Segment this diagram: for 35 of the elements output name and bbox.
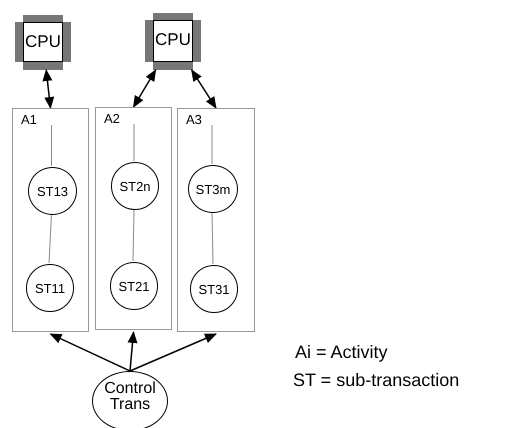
node-label: ST31 <box>198 282 230 296</box>
arrow <box>50 333 130 372</box>
connector-line <box>212 212 214 264</box>
node-label: Control Trans <box>103 381 157 413</box>
arrow <box>42 69 54 109</box>
arrow <box>132 69 156 108</box>
node-label: A3 <box>186 112 202 127</box>
sub-transaction-circle <box>26 264 74 312</box>
node-label: ST11 <box>34 280 66 296</box>
node-label: ST2n <box>119 178 151 194</box>
legend-note: Ai = Activity <box>295 342 388 363</box>
arrow <box>190 69 217 109</box>
sub-transaction-circle <box>111 162 159 210</box>
node-label: A2 <box>104 111 120 126</box>
node-label: ST3m <box>196 182 230 196</box>
activity-box <box>95 107 172 330</box>
node-label: ST21 <box>118 278 150 294</box>
sub-transaction-circle <box>190 265 238 313</box>
activity-box <box>12 108 89 332</box>
node-label: CPU <box>155 30 191 50</box>
cpu-box <box>153 20 193 62</box>
arrow <box>130 333 217 372</box>
sub-transaction-circle <box>188 165 238 213</box>
node-label: CPU <box>25 32 61 52</box>
connector-line <box>48 214 52 264</box>
connector-line <box>132 208 134 262</box>
sub-transaction-circle <box>28 167 77 215</box>
connector-line <box>51 124 52 166</box>
legend-note: ST = sub-transaction <box>293 370 460 391</box>
arrow <box>128 331 138 372</box>
node-label: ST13 <box>36 184 68 198</box>
activity-box <box>177 108 255 332</box>
node-label: A1 <box>21 112 37 127</box>
cpu-box <box>23 22 63 62</box>
sub-transaction-circle <box>110 262 158 310</box>
